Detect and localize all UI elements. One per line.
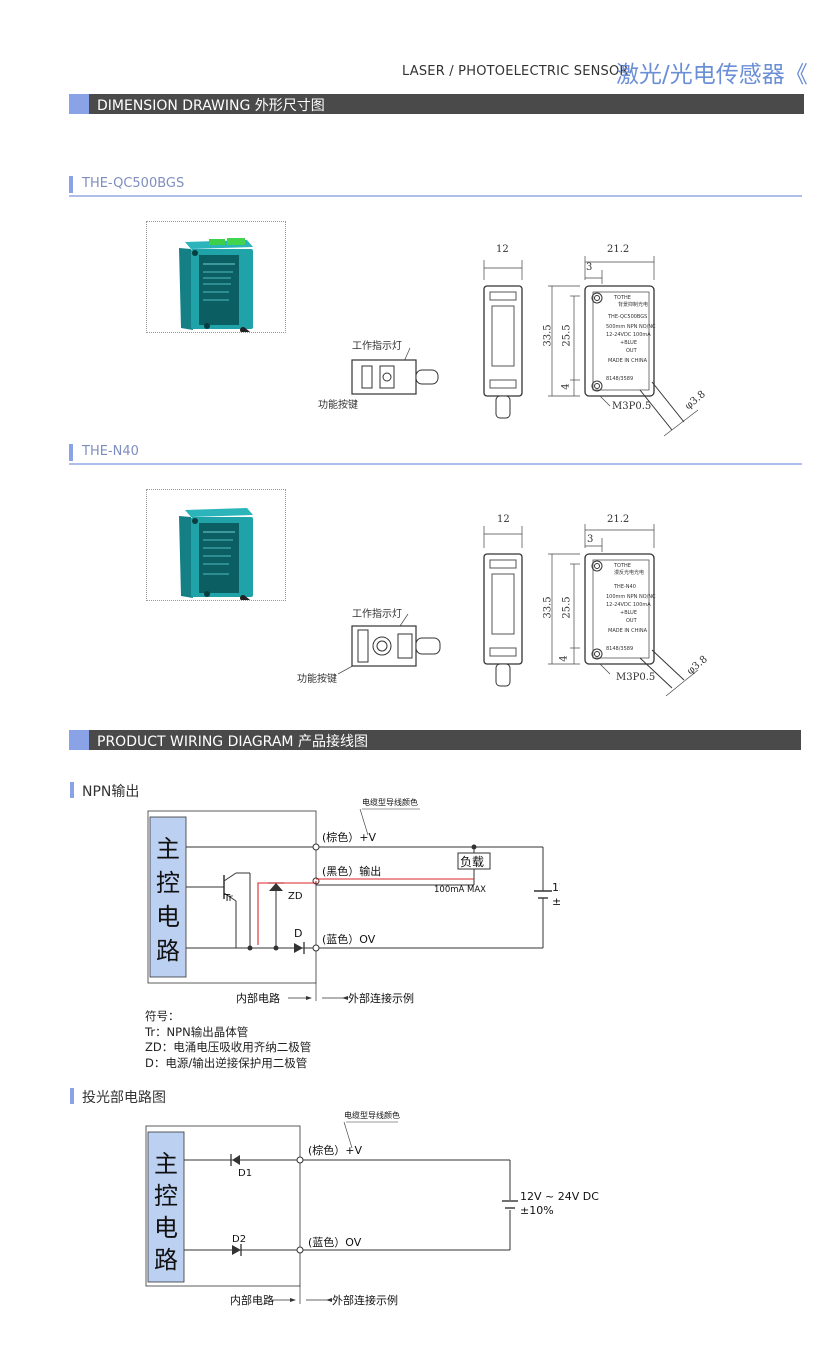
model-marker xyxy=(69,176,73,193)
header-title-cn: 激光/光电传感器《 xyxy=(616,62,808,88)
dim-height-1: 33.5 xyxy=(542,324,554,347)
dimension-drawing-2: TOTHE 漫反光电光电 THE-N40 100mm NPN NO/NC 12-… xyxy=(337,524,699,697)
dim-width-1: 12 xyxy=(496,244,509,255)
model-header-2: THE-N40 xyxy=(69,444,802,465)
npn-circuit: 主 控 电 路 (棕色）+V (黑色）输出 (蓝色）OV 负载 12V ~ 24… xyxy=(147,797,560,1005)
dim-length-1: 21.2 xyxy=(607,244,630,255)
block-char-1: 主 xyxy=(154,1150,178,1178)
npn-title: NPN输出 xyxy=(82,784,140,800)
label-indicator-1: 工作指示灯 xyxy=(352,341,402,352)
dim-screw-2: M3P0.5 xyxy=(616,672,656,683)
npn-supply: 12V ~ 24V DC xyxy=(552,881,560,894)
model-underline xyxy=(69,463,802,465)
dim-offset-1: 3 xyxy=(586,262,593,273)
npn-legend: 符号： Tr：NPN输出晶体管 ZD：电涌电压吸收用齐纳二极管 D：电源/输出逆… xyxy=(145,1009,311,1071)
plate-type: 漫反光电光电 xyxy=(614,569,644,576)
plate-origin: MADE IN CHINA xyxy=(608,358,648,364)
npn-tolerance: ±10% xyxy=(552,895,560,908)
npn-tr: Tr xyxy=(223,893,234,904)
plate-origin: MADE IN CHINA xyxy=(608,628,648,634)
npn-output: (黑色）输出 xyxy=(322,864,381,878)
dim-bottom-2: 4 xyxy=(558,655,570,662)
plate-brown: +BLUE xyxy=(620,610,637,616)
dim-inner-height-2: 25.5 xyxy=(561,596,573,619)
model-name-2: THE-N40 xyxy=(82,444,139,459)
plate-black: OUT xyxy=(626,618,638,624)
npn-cable-note: 电缆型导线颜色 xyxy=(362,797,418,807)
plate-model: THE-QC500BGS xyxy=(607,314,647,320)
emitter-internal: 内部电路 xyxy=(230,1293,274,1307)
label-button-2: 功能按键 xyxy=(297,674,337,685)
dimension-drawing-1: TOTHE 背景抑制光电 THE-QC500BGS 500mm NPN NO/N… xyxy=(351,256,699,437)
legend-line: D：电源/输出逆接保护用二极管 xyxy=(145,1055,308,1070)
emitter-title: 投光部电路图 xyxy=(82,1090,166,1106)
section-dimension-bar: DIMENSION DRAWING 外形尺寸图 xyxy=(69,94,804,114)
npn-internal: 内部电路 xyxy=(236,991,280,1005)
legend-line: Tr：NPN输出晶体管 xyxy=(145,1024,249,1039)
emitter-d1: D1 xyxy=(238,1168,252,1179)
block-char-1: 主 xyxy=(156,835,180,863)
section-wiring-bar: PRODUCT WIRING DIAGRAM 产品接线图 xyxy=(69,730,801,750)
legend-line: ZD：电涌电压吸收用齐纳二极管 xyxy=(145,1040,312,1054)
emitter-d2: D2 xyxy=(232,1234,246,1245)
npn-zd: ZD xyxy=(288,891,303,902)
block-char-4: 路 xyxy=(154,1246,178,1274)
npn-external: 外部连接示例 xyxy=(348,991,414,1005)
section-accent xyxy=(69,94,89,114)
plate-serial: 8148/3589 xyxy=(606,376,633,382)
emitter-supply: 12V ~ 24V DC xyxy=(520,1190,599,1203)
plate-type: 背景抑制光电 xyxy=(618,301,648,308)
npn-plus-v: (棕色）+V xyxy=(322,830,377,844)
section-wiring-title: PRODUCT WIRING DIAGRAM 产品接线图 xyxy=(97,734,368,750)
label-indicator-2: 工作指示灯 xyxy=(352,609,402,620)
section-dimension-title: DIMENSION DRAWING 外形尺寸图 xyxy=(97,98,325,114)
npn-d: D xyxy=(294,927,302,940)
legend-line: 符号： xyxy=(145,1009,180,1023)
emitter-circuit: 主 控 电 路 (棕色）+V (蓝色）OV D1 D2 12V ~ 24V DC… xyxy=(145,1110,599,1307)
model-name-1: THE-QC500BGS xyxy=(82,176,185,191)
plate-voltage: 12-24VDC 100mA xyxy=(606,602,651,608)
emitter-zero-v: (蓝色）OV xyxy=(308,1235,362,1249)
npn-zero-v: (蓝色）OV xyxy=(322,932,376,946)
dim-width-2: 12 xyxy=(497,514,510,525)
plate-brand: TOTHE xyxy=(613,295,631,301)
dim-length-2: 21.2 xyxy=(607,514,630,525)
block-char-2: 控 xyxy=(154,1182,178,1210)
block-char-2: 控 xyxy=(156,869,180,897)
title-marker xyxy=(70,1088,74,1104)
dim-height-2: 33.5 xyxy=(542,596,554,619)
npn-load: 负载 xyxy=(460,855,484,869)
dim-bottom-1: 4 xyxy=(560,383,572,390)
plate-brand: TOTHE xyxy=(613,563,631,569)
plate-param: 500mm NPN NO/NC xyxy=(606,324,656,330)
plate-model: THE-N40 xyxy=(613,584,636,590)
plate-black: OUT xyxy=(626,348,638,354)
plate-voltage: 12-24VDC 100mA xyxy=(606,332,651,338)
model-marker xyxy=(69,444,73,461)
plate-brown: +BLUE xyxy=(620,340,637,346)
block-char-3: 电 xyxy=(154,1214,178,1242)
block-char-3: 电 xyxy=(156,903,180,931)
label-button-1: 功能按键 xyxy=(318,400,358,411)
npn-max: 100mA MAX xyxy=(434,885,486,895)
dim-screw-1: M3P0.5 xyxy=(612,401,652,412)
emitter-external: 外部连接示例 xyxy=(332,1293,398,1307)
dim-offset-2: 3 xyxy=(587,534,594,545)
block-char-4: 路 xyxy=(156,937,180,965)
title-marker xyxy=(70,782,74,798)
header-title-en: LASER / PHOTOELECTRIC SENSOR xyxy=(402,64,629,79)
product-photo-1 xyxy=(146,221,286,343)
plate-serial: 8148/3589 xyxy=(606,646,633,652)
plate-param: 100mm NPN NO/NC xyxy=(606,594,656,600)
model-underline xyxy=(69,195,802,197)
emitter-tolerance: ±10% xyxy=(520,1204,554,1217)
emitter-cable-note: 电缆型导线颜色 xyxy=(344,1110,400,1120)
emitter-plus-v: (棕色）+V xyxy=(308,1143,363,1157)
section-accent xyxy=(69,730,89,750)
product-photo-2 xyxy=(146,489,286,611)
dim-inner-height-1: 25.5 xyxy=(561,324,573,347)
model-header-1: THE-QC500BGS xyxy=(69,176,802,197)
